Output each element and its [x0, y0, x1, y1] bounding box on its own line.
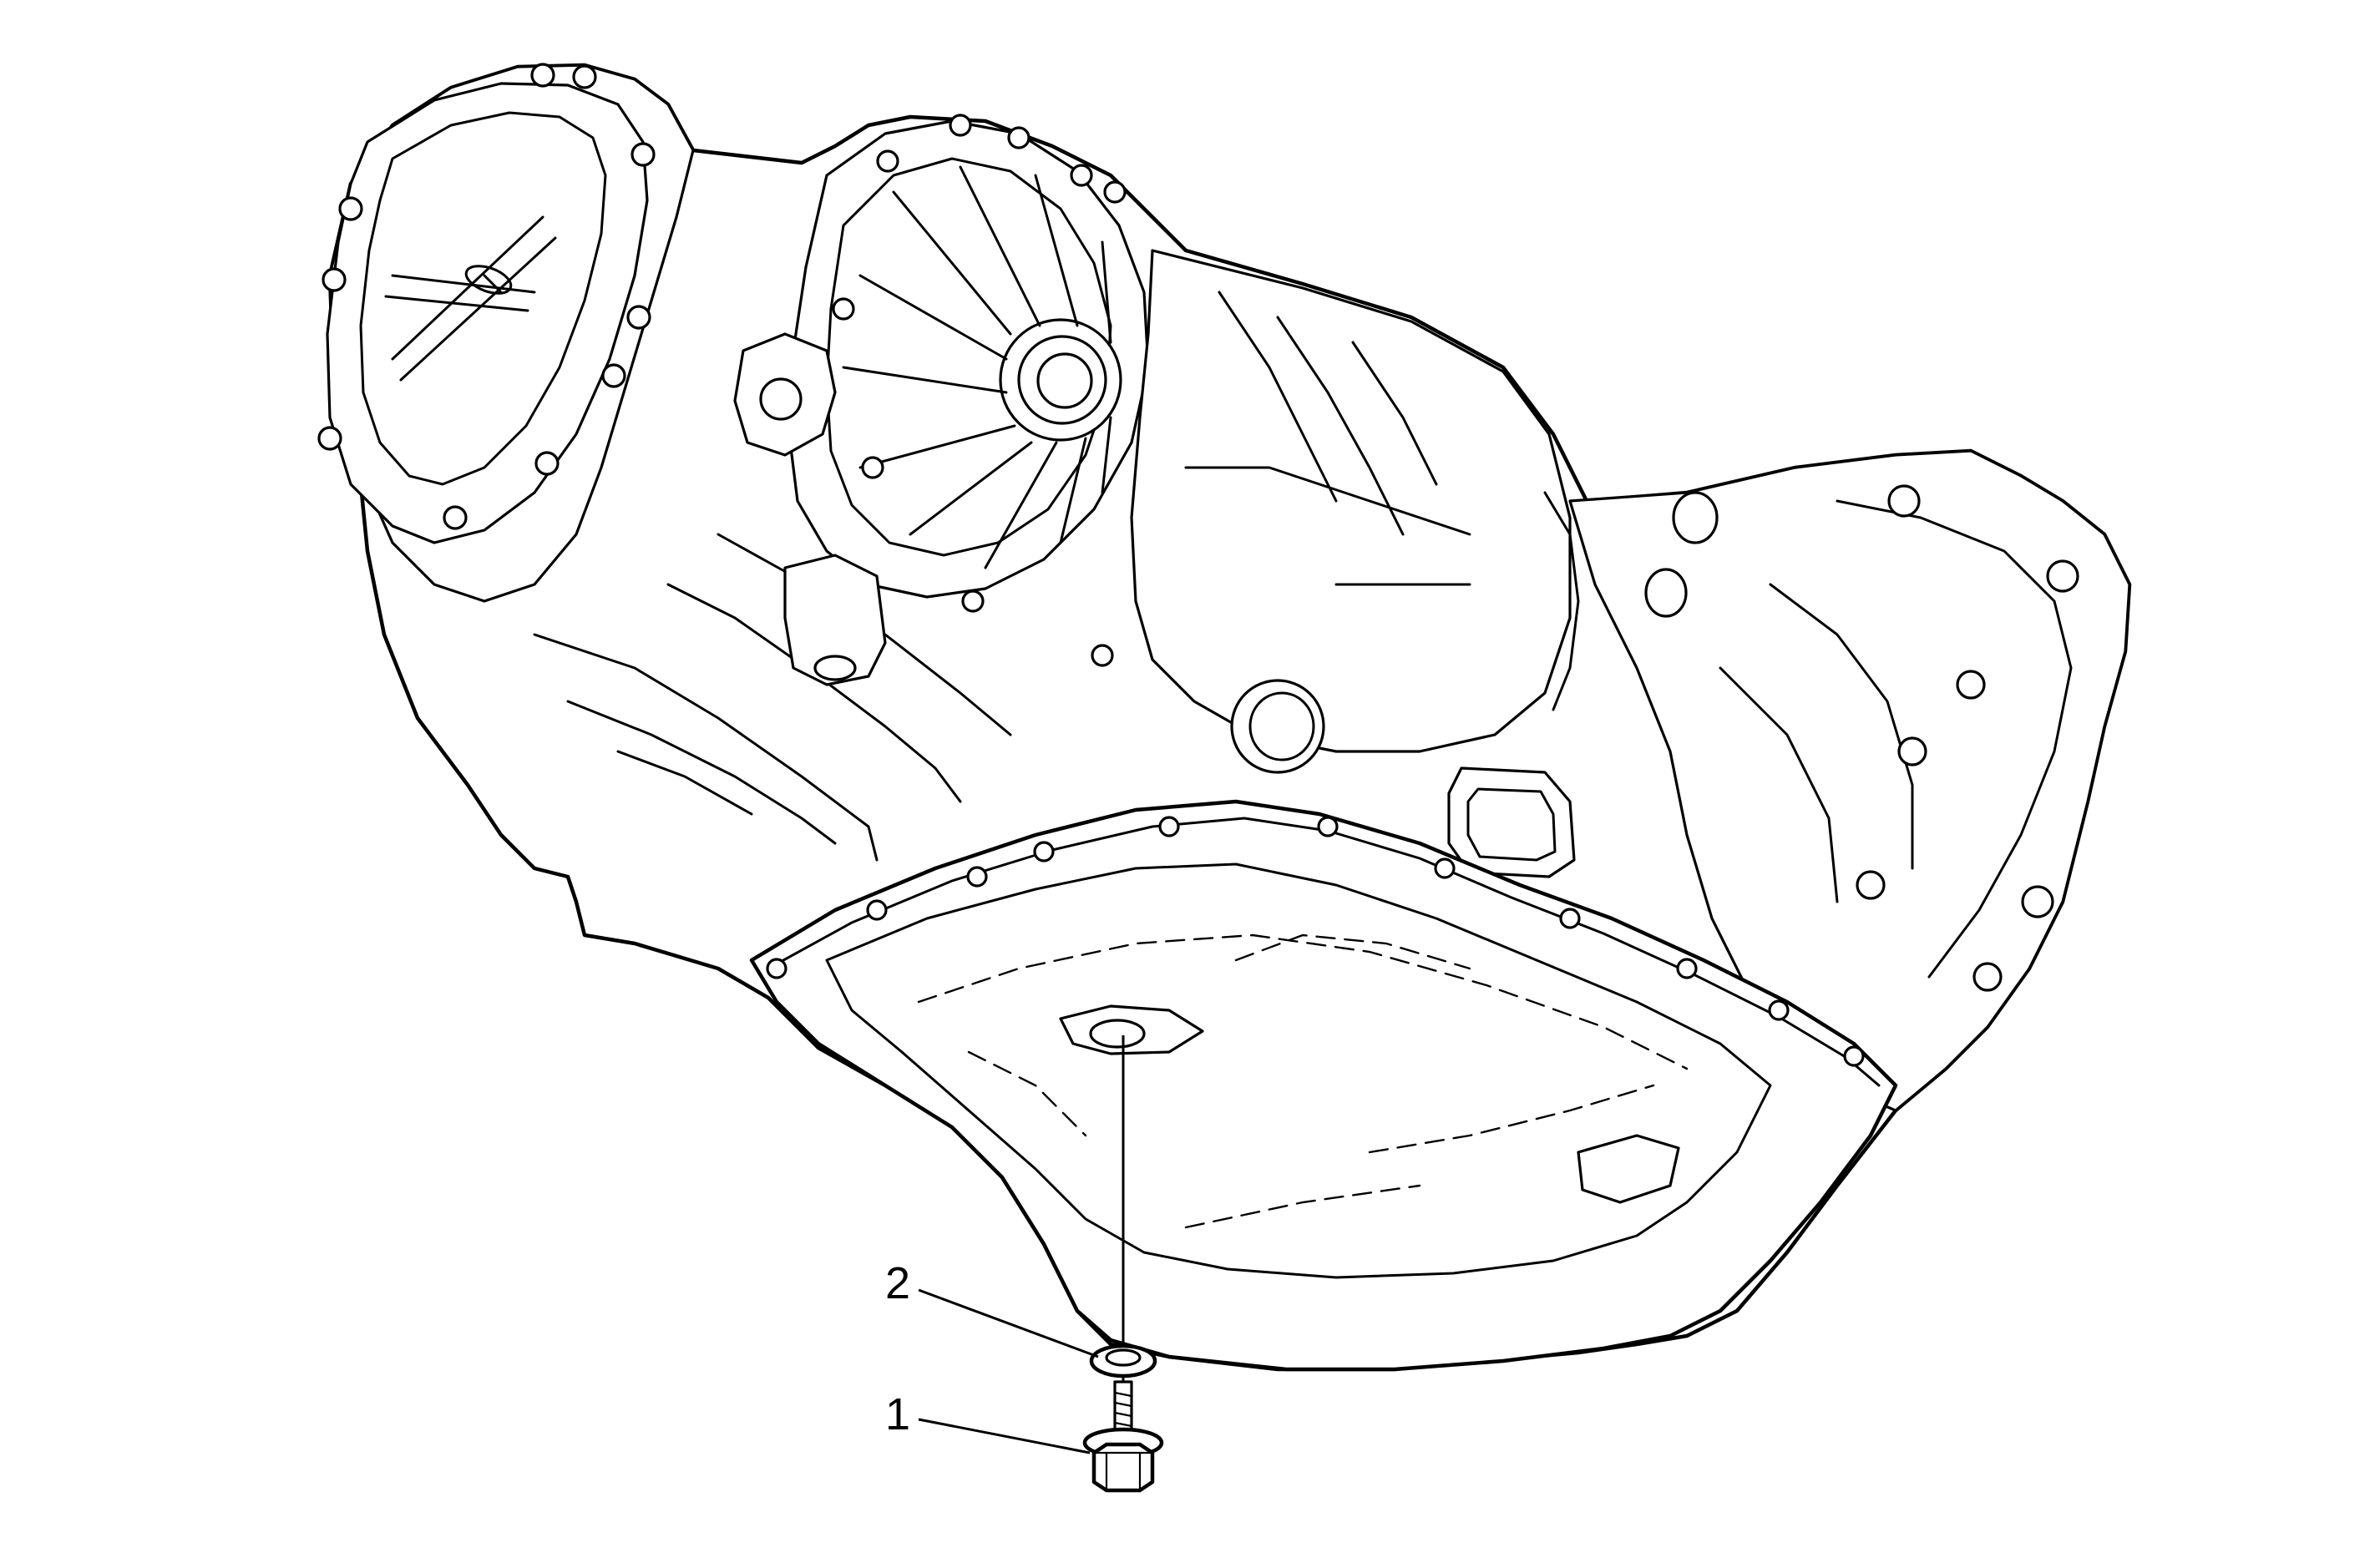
callout-2: 2: [885, 1258, 1099, 1358]
rear-extension: [1568, 449, 2131, 1112]
front-cover-inner: [359, 111, 607, 486]
rear-extension-bosses: [1644, 484, 2079, 992]
rear-extension-detail: [1719, 499, 2073, 979]
front-cover-bolts: [317, 63, 656, 530]
output-hub-inner: [1036, 352, 1093, 409]
main-barrel-ring: [1543, 491, 1580, 711]
oil-pan: [749, 799, 1898, 1372]
oil-pan-hidden-lines: [917, 933, 1689, 1229]
side-boss-bolt: [759, 377, 803, 421]
callout-1-leader: [918, 1418, 1091, 1454]
main-barrel: [1130, 249, 1572, 753]
oil-pan-recess: [1577, 1134, 1680, 1204]
callout-2-leader: [918, 1288, 1099, 1358]
oil-pan-bolts: [766, 816, 1865, 1067]
lower-ribs: [533, 533, 1012, 862]
drain-plug-bolt: [1082, 1380, 1164, 1493]
exploded-parts: [1082, 1035, 1164, 1493]
callout-2-number: 2: [885, 1258, 910, 1308]
transmission-assembly: [317, 63, 2132, 1372]
front-cover-emblem-hole: [464, 265, 513, 295]
lower-boss-hole: [813, 655, 857, 681]
port-plate-inner: [1466, 787, 1557, 862]
center-housing-ribs: [842, 165, 1112, 569]
callout-1-number: 1: [885, 1389, 910, 1439]
oil-pan-bottom: [825, 862, 1772, 1279]
center-housing-inner: [825, 157, 1112, 557]
washer: [1089, 1343, 1157, 1378]
front-cover-emblem: [384, 215, 557, 382]
main-barrel-ribs: [1184, 291, 1471, 586]
lower-boss: [783, 554, 887, 686]
filler-neck-inner: [1248, 691, 1315, 761]
filler-neck: [1230, 679, 1325, 774]
callout-1: 1: [885, 1389, 1091, 1454]
drain-plug-hole: [1089, 1019, 1146, 1049]
